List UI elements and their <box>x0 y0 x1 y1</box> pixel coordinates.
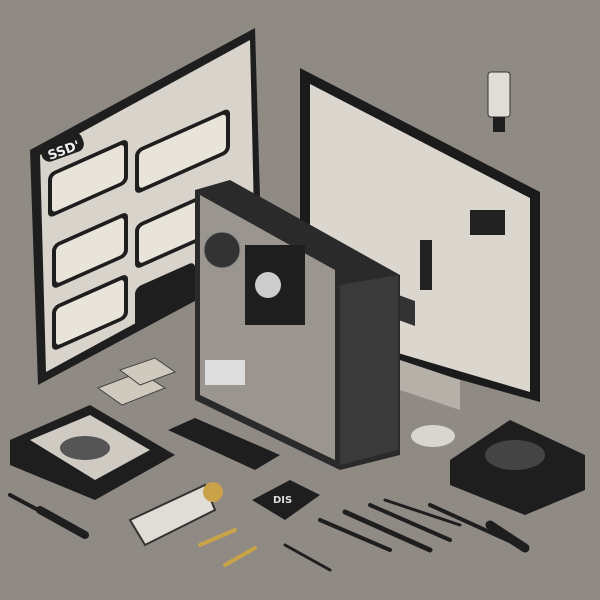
svg-text:DIS: DIS <box>273 495 292 506</box>
case-fan <box>203 231 241 269</box>
tools <box>8 493 530 572</box>
cable-boxes <box>96 357 177 406</box>
drive-tray-left <box>10 405 175 500</box>
hard-drive-right <box>450 420 585 515</box>
cable-plug <box>487 71 511 132</box>
keyboard <box>168 418 280 470</box>
pc-tower <box>195 180 400 470</box>
panel-heading-badge <box>40 132 84 162</box>
thermal-paste-tube <box>128 482 223 547</box>
mouse <box>411 425 455 447</box>
ssd-chip: DIS <box>252 480 320 520</box>
